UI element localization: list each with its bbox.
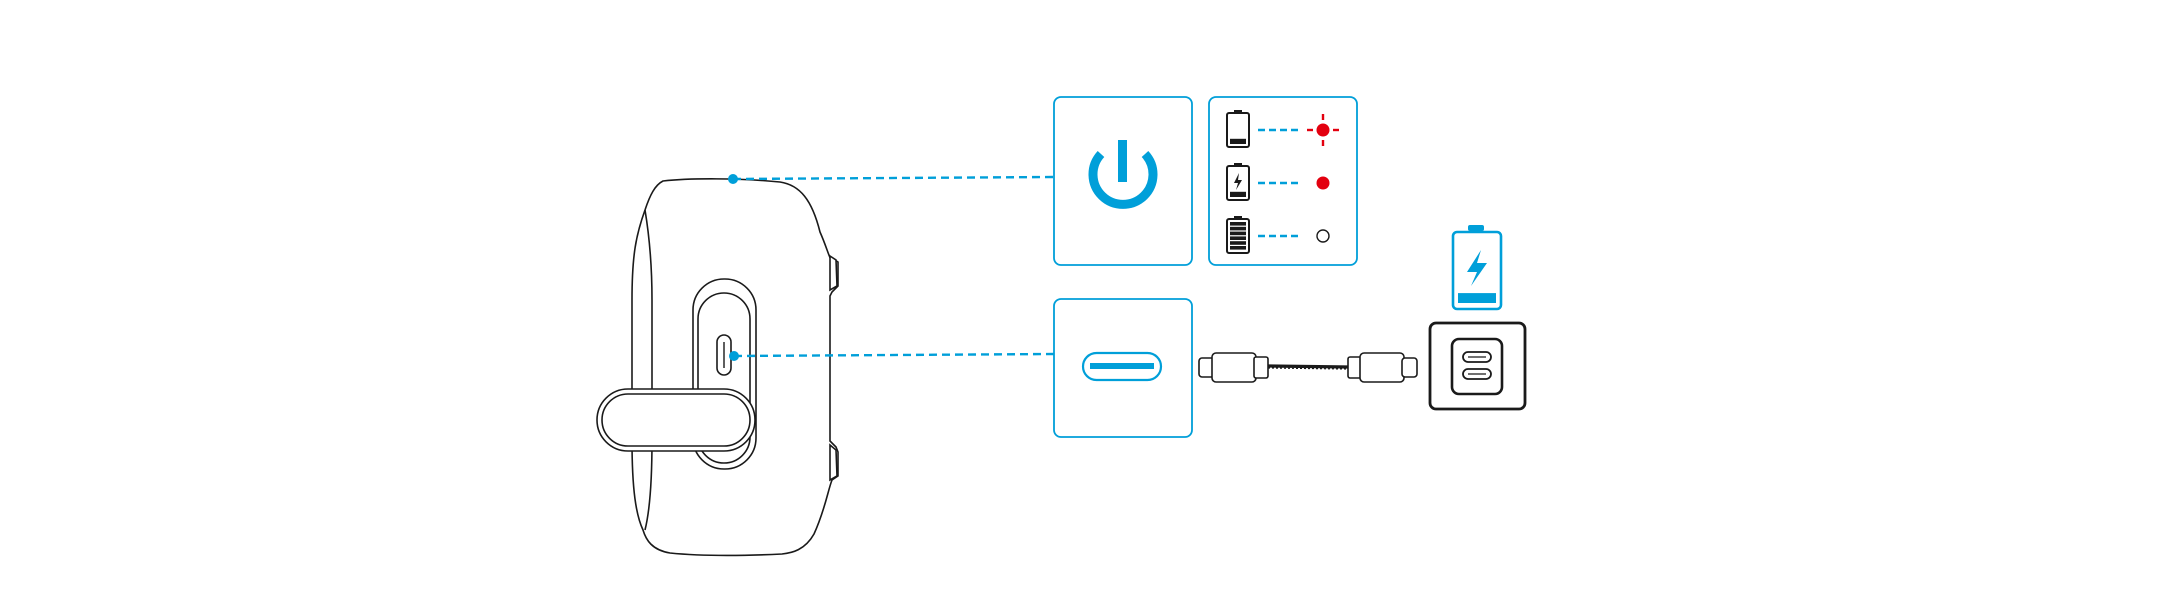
speaker-strap-inner [601,393,751,447]
battery-led-panel [1208,96,1358,266]
usb-c-cable-icon [1198,352,1418,383]
cable-left-strain-relief [1253,356,1269,379]
cable-right-housing [1359,352,1405,383]
led-state-row [1226,216,1330,254]
battery-charging-icon [1226,163,1250,201]
battery-full-icon [1226,216,1250,254]
charging-battery-fill [1458,293,1496,303]
callout-line-usb [733,352,1055,358]
power-button-panel [1053,96,1193,266]
usb-c-port-icon [1081,351,1163,382]
led-red-blinking-icon [1307,114,1339,146]
callout-dot-usb [729,351,739,361]
cable-right-tip [1401,357,1418,378]
charging-status-battery [1451,225,1503,311]
charger-port-plate [1450,337,1504,396]
cable-wire [1267,364,1349,369]
usb-c-port-panel [1053,298,1193,438]
callout-lines [728,174,1055,361]
led-state-row [1226,163,1330,201]
led-off-icon [1316,229,1330,243]
battery-low-icon [1226,110,1250,148]
callout-dot-power [728,174,738,184]
speaker-side-button-upper [829,254,838,292]
speaker-illustration [596,178,839,557]
lightning-bolt-icon [1234,173,1242,190]
power-icon [1088,140,1158,209]
callout-line-power [732,175,1055,181]
cable-left-housing [1211,352,1257,383]
speaker-side-seam [644,209,653,531]
speaker-side-button-lower [829,443,838,482]
dual-usb-c-charger-icon [1428,321,1527,411]
lightning-bolt-icon [1467,250,1487,286]
led-red-solid-icon [1316,176,1330,190]
led-state-row [1226,110,1339,148]
